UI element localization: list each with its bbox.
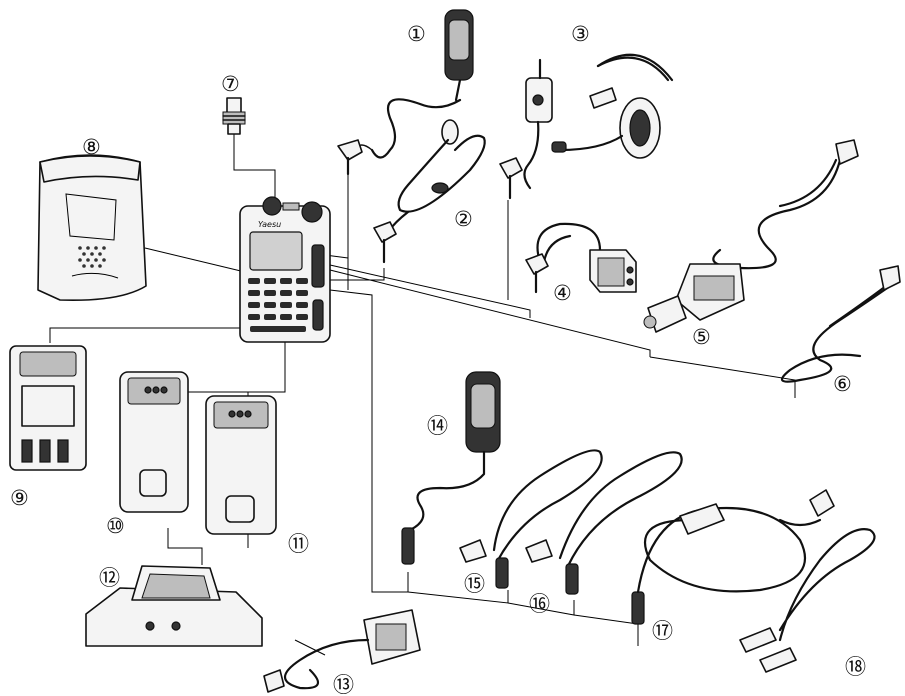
callout-17: ⑰ [652,619,673,643]
callout-4: ④ [553,281,572,305]
callout-2: ② [454,207,473,231]
usb-cable [638,490,834,592]
antenna-adapter [223,98,245,134]
callout-16: ⑯ [529,592,550,616]
car-lighter-cable [644,140,858,332]
callout-5: ⑤ [692,325,711,349]
callout-1: ① [407,22,426,46]
dc-cable [782,266,900,382]
cable-16 [526,452,682,594]
line-17 [574,615,638,646]
line-13 [295,640,325,655]
callout-6: ⑥ [833,372,852,396]
battery-pack-10 [120,372,188,512]
callout-10: ⑩ [106,514,125,538]
callout-8: ⑧ [82,135,101,159]
speaker-microphone-14 [402,372,500,564]
soft-case [38,155,146,300]
callout-18: ⑱ [845,655,866,679]
callout-13: ⑬ [333,673,354,696]
callout-12: ⑫ [99,566,120,590]
radio-brand-label: Yaesu [258,220,281,229]
adapter-cable [526,224,636,292]
line-7 [234,132,275,200]
speaker-microphone [338,10,473,174]
line-bottom-main [330,290,408,592]
earpiece-microphone [374,120,485,262]
handheld-radio: Yaesu [240,197,330,342]
line-2 [330,268,384,280]
line-6 [650,357,795,398]
line-12 [168,528,202,565]
callout-9: ⑨ [10,486,29,510]
callout-14: ⑭ [427,414,448,438]
cable-18 [740,529,875,672]
battery-pack-9 [10,346,86,470]
callout-11: ⑪ [288,532,309,556]
cable-17 [632,592,644,624]
line-15 [408,590,508,603]
line-4 [330,265,530,318]
callout-15: ⑮ [464,572,485,596]
callout-3: ③ [571,22,590,46]
line-8 [145,248,245,272]
battery-pack-11 [206,396,276,534]
cable-15 [460,450,602,588]
callout-7: ⑦ [221,72,240,96]
headset [500,55,672,198]
